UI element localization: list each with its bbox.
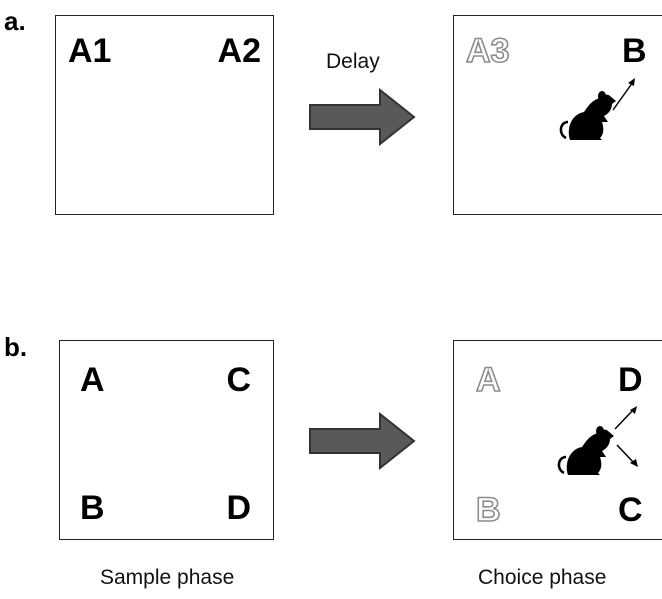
object-a3: A3 xyxy=(465,32,510,70)
choice-arena-a: A3 B xyxy=(453,15,662,215)
object-sample-bottom-right: D xyxy=(226,489,251,527)
object-sample-top-left: A xyxy=(80,361,105,399)
object-choice-bottom-right: C xyxy=(618,491,643,529)
exploration-arrow-down-icon xyxy=(616,444,638,467)
panel-a-label: a. xyxy=(4,6,26,36)
exploration-arrow-icon xyxy=(612,78,635,111)
sample-arena-a: A1 A2 xyxy=(55,15,274,215)
rat-icon xyxy=(559,91,616,140)
object-choice-top-left: A xyxy=(475,361,501,399)
choice-phase-caption: Choice phase xyxy=(478,566,607,589)
panel-b-label: b. xyxy=(4,332,28,362)
object-a1: A1 xyxy=(68,32,112,70)
object-sample-top-right: C xyxy=(226,361,251,399)
object-sample-bottom-left: B xyxy=(80,489,105,527)
object-choice-bottom-left: B xyxy=(475,491,501,529)
sample-phase-caption: Sample phase xyxy=(100,566,235,589)
sample-arena-b: A C B D xyxy=(59,340,274,540)
choice-arena-b: A D B C xyxy=(453,340,662,540)
exploration-arrow-up-icon xyxy=(614,406,637,430)
right-arrow-icon xyxy=(309,412,416,470)
rat-icon xyxy=(557,426,614,475)
object-a2: A2 xyxy=(217,32,261,70)
right-arrow-icon xyxy=(309,88,416,146)
object-b: B xyxy=(622,32,647,70)
object-choice-top-right: D xyxy=(618,361,643,399)
delay-label: Delay xyxy=(326,50,380,73)
